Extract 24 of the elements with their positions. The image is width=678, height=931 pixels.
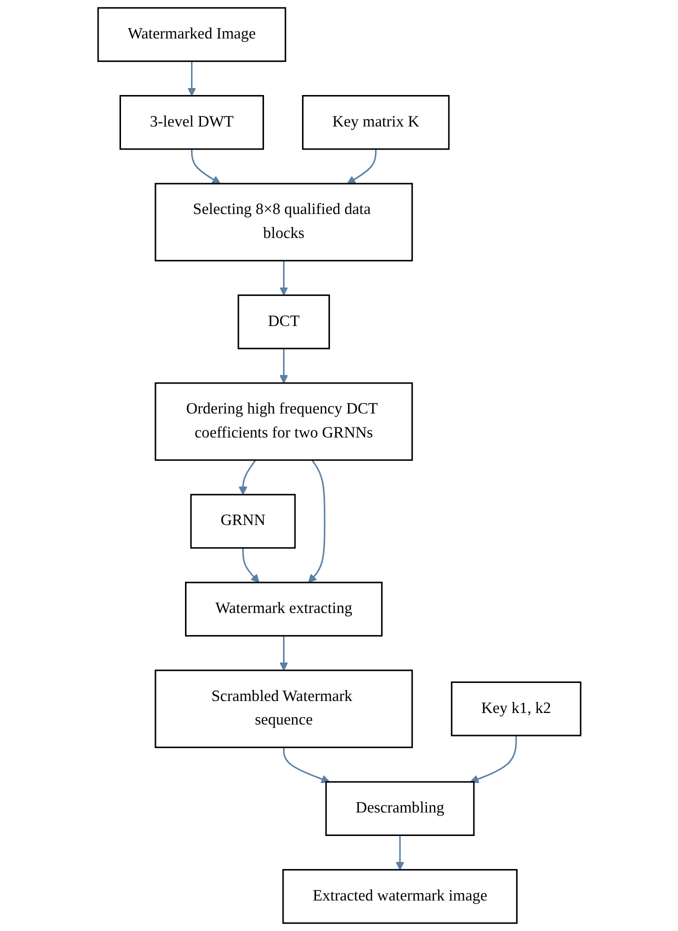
node-box: Watermarked Image [97, 7, 286, 62]
arrow [308, 460, 325, 583]
node-box: DCT [237, 294, 330, 350]
arrow [279, 260, 288, 296]
arrow [242, 548, 260, 583]
node-box: GRNN [190, 494, 296, 549]
arrow [346, 149, 376, 184]
arrow [238, 460, 256, 496]
arrow [470, 736, 516, 784]
node-box: Scrambled Watermark sequence [154, 670, 412, 748]
arrow [190, 149, 220, 184]
node-box: Selecting 8×8 qualified data blocks [154, 182, 412, 262]
node-box: Key matrix K [302, 95, 450, 150]
node-box: Extracted watermark image [282, 869, 518, 924]
arrow [279, 636, 288, 671]
arrow [282, 747, 330, 784]
arrow [187, 61, 196, 96]
arrow [279, 348, 288, 384]
node-box: Watermark extracting [184, 582, 382, 637]
node-box: Ordering high frequency DCT coefficients for two GRNNs [154, 382, 412, 461]
node-box: Descrambling [324, 781, 474, 836]
node-box: Key k1, k2 [450, 681, 581, 736]
arrow [395, 835, 404, 870]
node-box: 3-level DWT [119, 95, 264, 150]
